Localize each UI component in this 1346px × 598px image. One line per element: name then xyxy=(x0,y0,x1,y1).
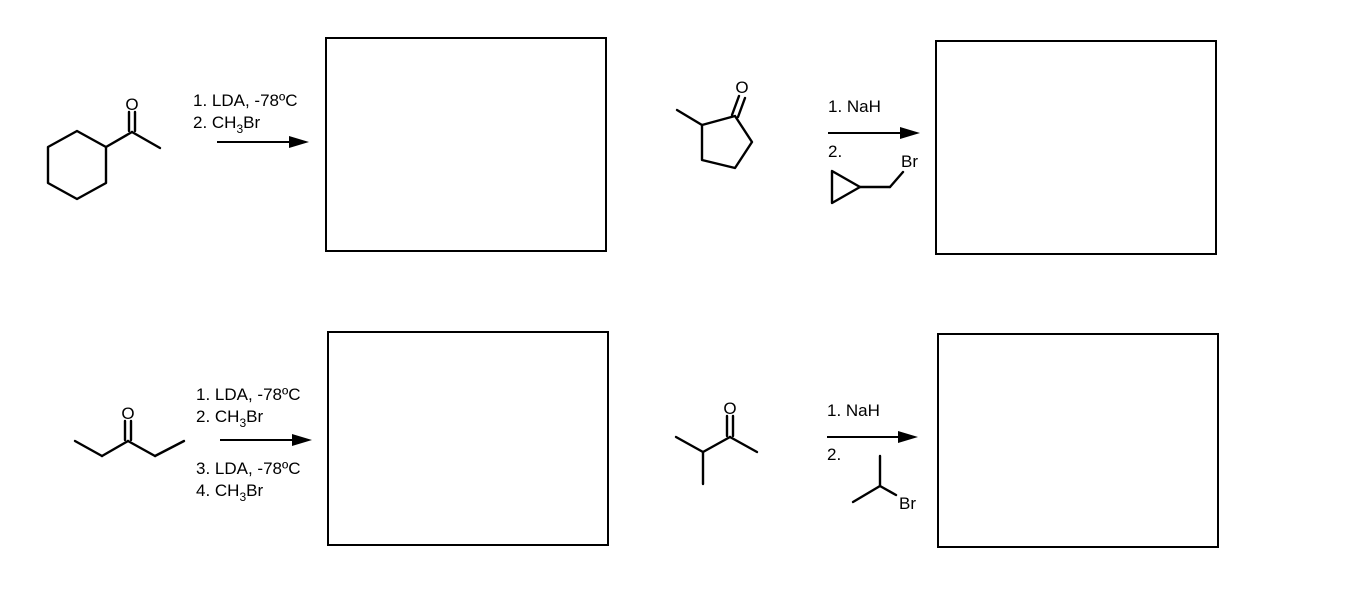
bond xyxy=(674,435,705,454)
arrow-head xyxy=(898,431,918,443)
reagent-line-1: 1. LDA, -78ºC xyxy=(193,91,297,110)
bond xyxy=(888,170,905,189)
arrow-head xyxy=(900,127,920,139)
reaction-4: O 1. NaH 2. Br xyxy=(674,333,1219,548)
bromine-atom: Br xyxy=(899,494,916,513)
cyclopropane-ring xyxy=(830,169,862,205)
bond xyxy=(126,439,157,458)
oxygen-atom: O xyxy=(735,78,748,97)
bond xyxy=(100,439,130,458)
cyclopentane-ring xyxy=(700,114,754,170)
reagent-line-2: 2. xyxy=(827,445,841,464)
bond xyxy=(675,108,704,127)
arrow-head xyxy=(289,136,309,148)
reaction-2: O 1. NaH 2. Br xyxy=(675,40,1217,255)
bond xyxy=(153,439,186,458)
answer-box-2[interactable] xyxy=(935,40,1217,255)
reagent-line-3: 3. LDA, -78ºC xyxy=(196,459,300,478)
bond xyxy=(73,439,104,458)
reagent-line-2: 2. xyxy=(828,142,842,161)
reaction-1: O 1. LDA, -78ºC 2. CH3Br xyxy=(46,37,607,252)
bond xyxy=(130,130,162,150)
answer-box-3[interactable] xyxy=(327,331,609,546)
bond xyxy=(701,435,732,454)
arrow-head xyxy=(292,434,312,446)
reagent-line-2: 2. CH3Br xyxy=(196,407,263,430)
carbonyl-bond xyxy=(736,96,747,119)
oxygen-atom: O xyxy=(121,404,134,423)
answer-box-4[interactable] xyxy=(937,333,1219,548)
reagent-line-1: 1. NaH xyxy=(828,97,881,116)
bromine-atom: Br xyxy=(901,152,918,171)
oxygen-atom: O xyxy=(723,399,736,418)
answer-box-1[interactable] xyxy=(325,37,607,252)
reagent-line-1: 1. LDA, -78ºC xyxy=(196,385,300,404)
reagent-line-4: 4. CH3Br xyxy=(196,481,263,504)
carbonyl-bond xyxy=(730,94,741,117)
bond xyxy=(104,130,134,149)
cyclohexane-ring xyxy=(46,129,108,201)
reagent-line-2: 2. CH3Br xyxy=(193,113,260,136)
reagent-line-1: 1. NaH xyxy=(827,401,880,420)
bond xyxy=(728,435,759,454)
bond xyxy=(851,484,882,504)
reaction-3: O 1. LDA, -78ºC 2. CH3Br 3. LDA, -78ºC 4… xyxy=(73,331,609,546)
oxygen-atom: O xyxy=(125,95,138,114)
bond xyxy=(878,484,898,497)
